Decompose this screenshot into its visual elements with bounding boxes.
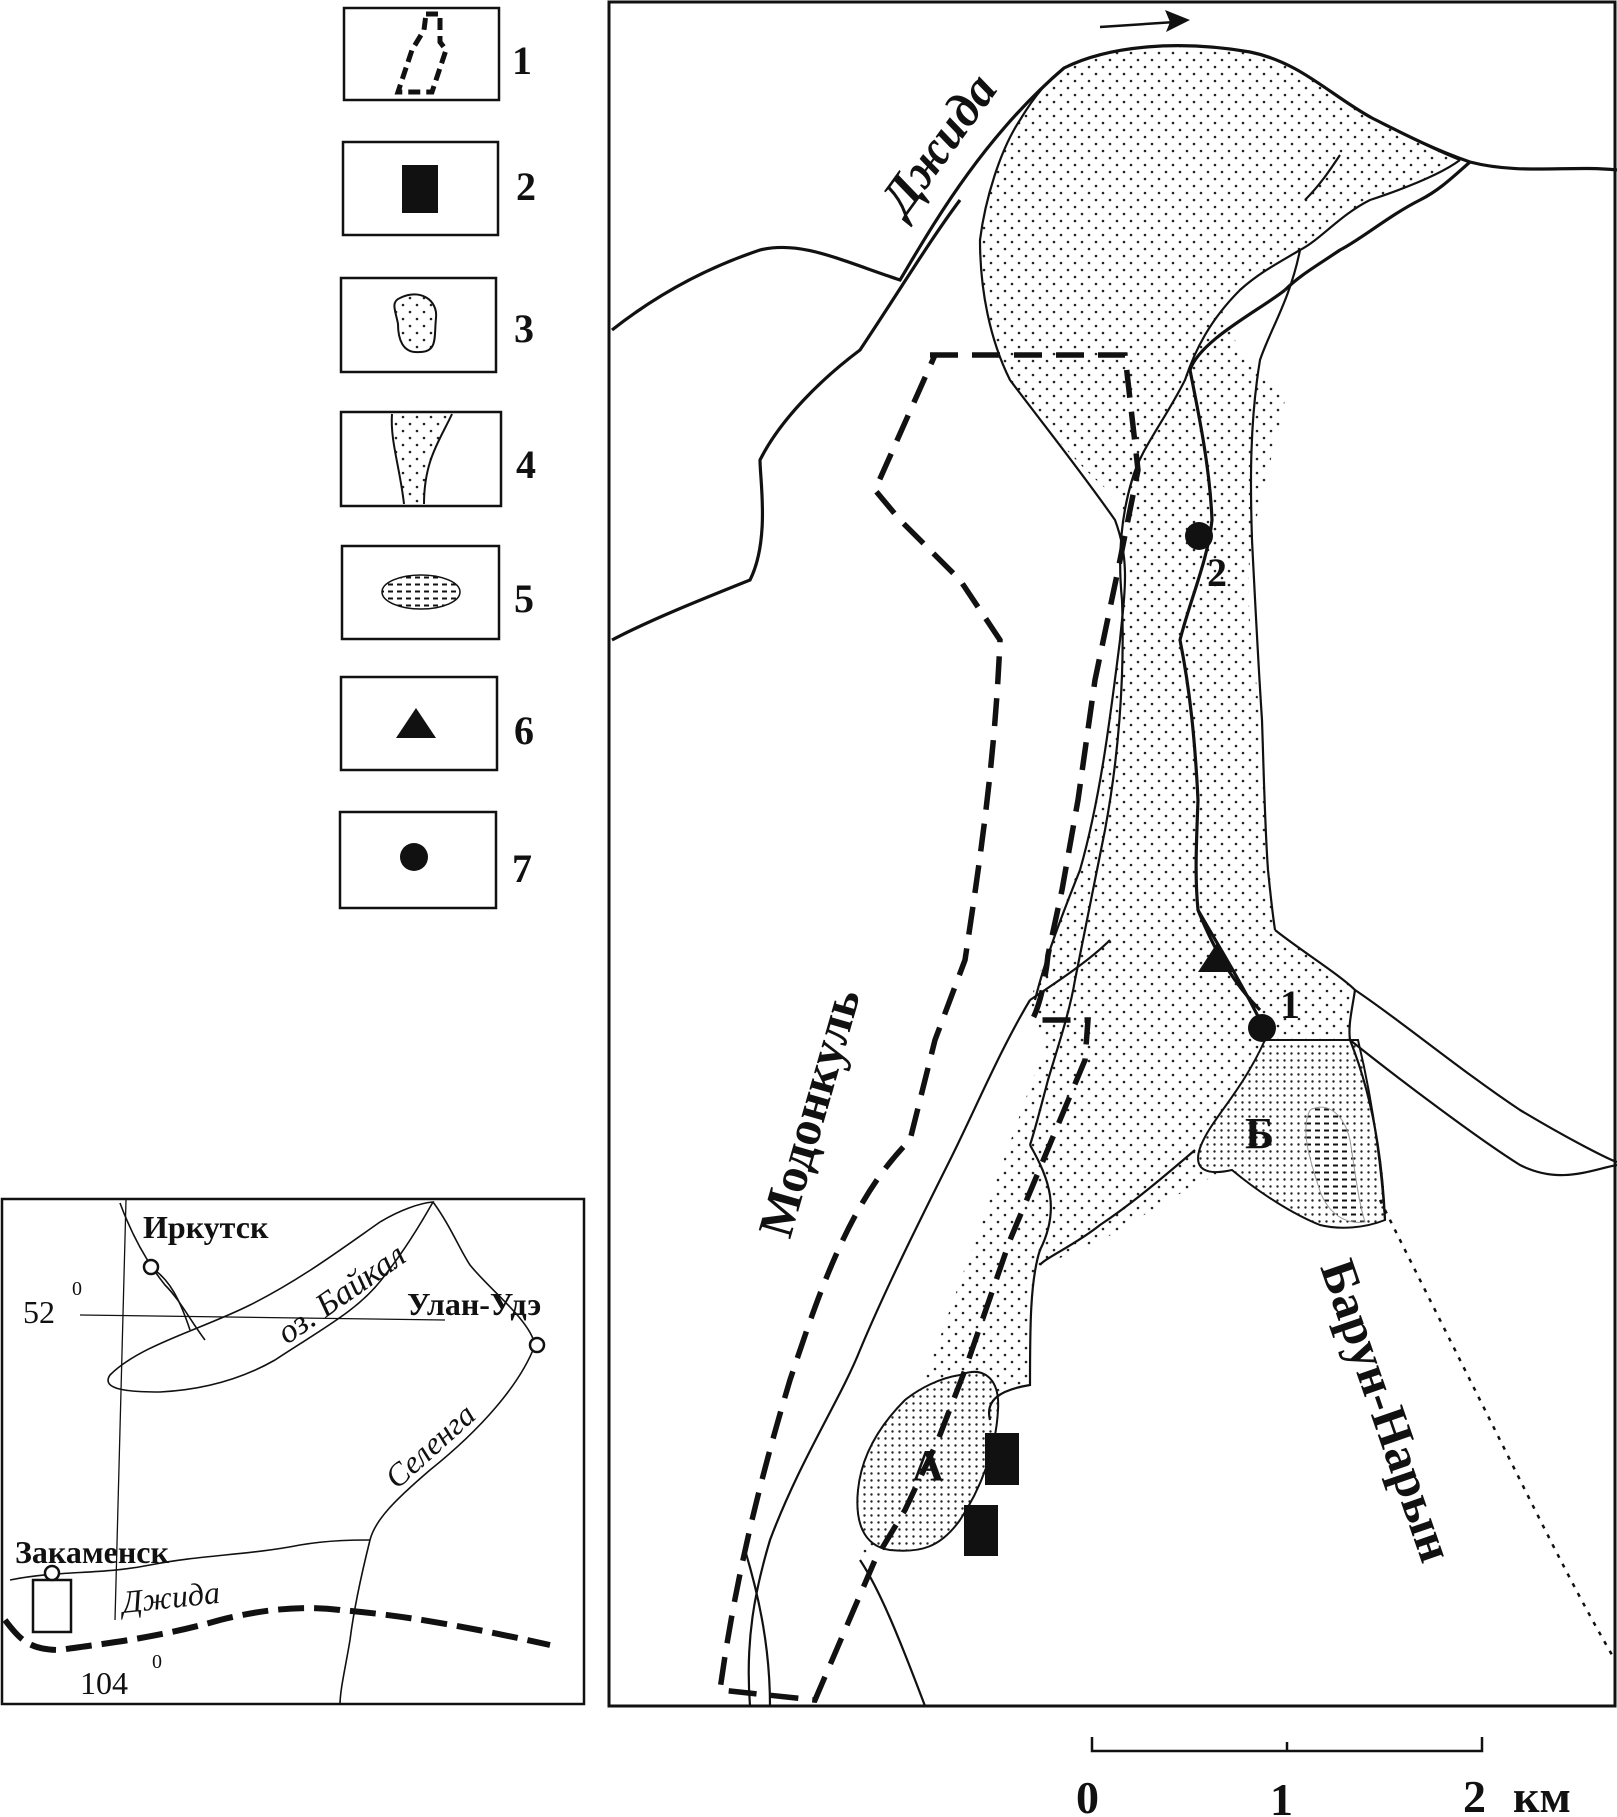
- black-rectangle-icon: [964, 1505, 998, 1556]
- river-stream: [1178, 288, 1286, 1031]
- scale-tick-2: 2: [1463, 1771, 1486, 1817]
- dashed-dotted-area: [1305, 1106, 1366, 1223]
- lat-label: 52: [23, 1294, 55, 1330]
- legend-number: 3: [514, 306, 534, 351]
- lon-label: 104: [80, 1665, 128, 1701]
- main-map: 2 1 А Б Джида Модонкуль Барун-Нарын: [607, 0, 1617, 1708]
- legend-item-6: 6: [339, 675, 534, 772]
- lake-baikal: [107, 1201, 435, 1393]
- scale-tick-1: 1: [1270, 1774, 1293, 1817]
- dotted-area-icon: [393, 293, 438, 354]
- legend-number: 4: [516, 442, 536, 487]
- legend-number: 1: [512, 38, 532, 83]
- legend-item-7: 7: [338, 810, 532, 910]
- inset-map: Иркутск Улан-Удэ Закаменск оз. Байкал Се…: [0, 1197, 586, 1706]
- circle-icon: [400, 843, 428, 871]
- license-boundary: [716, 352, 1141, 1703]
- black-rectangle-icon: [402, 165, 438, 213]
- legend-item-2: 2: [341, 140, 536, 237]
- city-marker-icon: [43, 1564, 61, 1582]
- triangle-icon: [1198, 943, 1236, 972]
- legend-item-4: 4: [339, 410, 536, 508]
- legend-number: 5: [514, 576, 534, 621]
- lon-degree: 0: [152, 1651, 162, 1673]
- black-rectangle-icon: [985, 1433, 1019, 1485]
- river-dzhida: [611, 44, 1617, 332]
- triangle-icon: [396, 708, 436, 738]
- city-label-ulan-ude: Улан-Удэ: [407, 1286, 541, 1322]
- legend: 1 2 3 4 5 6: [338, 6, 536, 910]
- scale-tick-0: 0: [1076, 1772, 1099, 1817]
- city-label-irkutsk: Иркутск: [143, 1209, 269, 1245]
- legend-item-5: 5: [340, 544, 534, 641]
- dotted-valley-icon: [391, 414, 452, 504]
- circle-icon: [1185, 522, 1213, 550]
- scale-unit: км: [1513, 1771, 1571, 1817]
- river-dzhida-inset: [9, 1539, 371, 1581]
- legend-item-3: 3: [339, 276, 534, 374]
- circle-icon: [1248, 1014, 1276, 1042]
- area-label-a: А: [912, 1441, 944, 1490]
- legend-item-1: 1: [342, 6, 532, 102]
- city-label-zakamensk: Закаменск: [15, 1534, 169, 1570]
- rivers: [611, 44, 1617, 1031]
- flow-arrow-icon: [1099, 10, 1190, 32]
- city-marker-icon: [142, 1258, 160, 1276]
- area-label-b: Б: [1245, 1109, 1274, 1158]
- legend-number: 6: [514, 708, 534, 753]
- lat-degree: 0: [72, 1278, 82, 1300]
- dashed-dotted-area-icon: [381, 574, 461, 610]
- point-label-2: 2: [1207, 550, 1227, 595]
- legend-number: 7: [512, 846, 532, 891]
- point-label-1: 1: [1280, 982, 1300, 1027]
- scale-bar: 0 1 2 км: [1076, 1737, 1571, 1817]
- city-marker-icon: [528, 1336, 546, 1354]
- legend-number: 2: [516, 164, 536, 209]
- dashed-boundary-icon: [394, 11, 449, 95]
- state-border: [2, 1605, 551, 1654]
- inset-frame: [0, 1197, 586, 1706]
